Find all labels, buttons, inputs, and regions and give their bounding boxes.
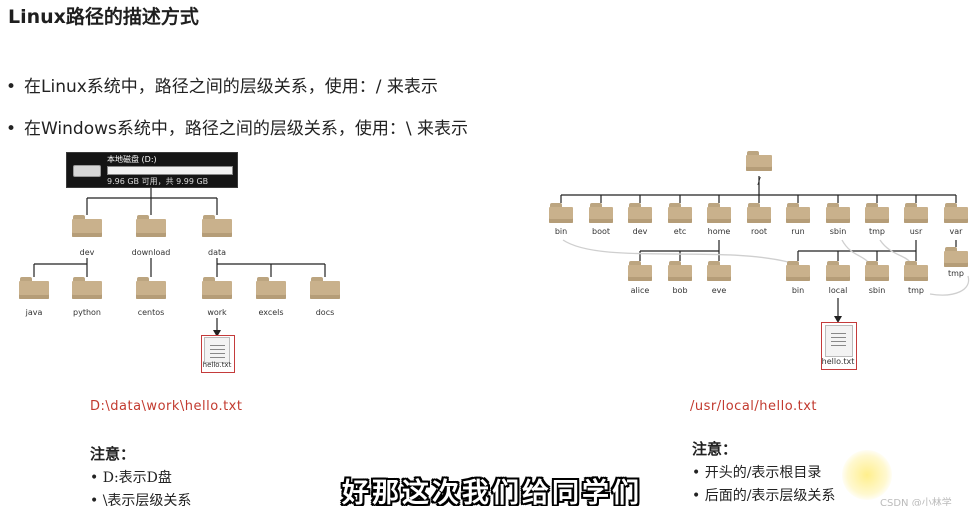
note-item: • 后面的/表示层级关系 bbox=[692, 485, 835, 505]
folder-icon[interactable] bbox=[256, 277, 286, 299]
video-subtitle: 好那这次我们给同学们 bbox=[342, 478, 642, 506]
folder-icon[interactable] bbox=[707, 203, 731, 223]
bullet-windows-text: 在Windows系统中，路径之间的层级关系，使用：\ 来表示 bbox=[24, 119, 469, 139]
folder-label-sbin: sbin bbox=[829, 227, 847, 236]
note-bullet: • bbox=[90, 493, 99, 506]
folder-label-usr-tmp: tmp bbox=[907, 286, 924, 295]
folder-icon[interactable] bbox=[668, 203, 692, 223]
folder-label-alice: alice bbox=[630, 286, 650, 295]
folder-icon[interactable] bbox=[549, 203, 573, 223]
windows-path: D:\data\work\hello.txt bbox=[90, 399, 243, 414]
folder-label-eve: eve bbox=[711, 286, 727, 295]
folder-label-usr-sbin: sbin bbox=[868, 286, 886, 295]
note-bullet: • bbox=[692, 465, 701, 481]
folder-label-etc: etc bbox=[673, 227, 687, 236]
note-bullet: • bbox=[90, 470, 99, 486]
file-label-hello: hello.txt bbox=[821, 357, 855, 366]
folder-icon[interactable] bbox=[786, 261, 810, 281]
folder-label-local: local bbox=[828, 286, 848, 295]
folder-label-centos: centos bbox=[137, 308, 165, 317]
bullet-dot: • bbox=[6, 77, 17, 97]
file-icon[interactable] bbox=[825, 325, 853, 357]
folder-label-var-tmp: tmp bbox=[947, 269, 964, 278]
folder-label-tmp: tmp bbox=[868, 227, 885, 236]
drive-name: 本地磁盘 (D:) bbox=[107, 155, 157, 164]
note-item: • \表示层级关系 bbox=[90, 490, 191, 506]
folder-label-var: var bbox=[949, 227, 963, 236]
folder-icon[interactable] bbox=[628, 203, 652, 223]
bullet-linux: • 在Linux系统中，路径之间的层级关系，使用：/ 来表示 bbox=[6, 72, 438, 97]
folder-icon[interactable] bbox=[72, 277, 102, 299]
folder-icon[interactable] bbox=[904, 203, 928, 223]
folder-icon[interactable] bbox=[746, 151, 772, 171]
page-title: Linux路径的描述方式 bbox=[8, 6, 199, 28]
folder-icon[interactable] bbox=[826, 203, 850, 223]
folder-label-work: work bbox=[207, 308, 227, 317]
folder-icon[interactable] bbox=[136, 277, 166, 299]
folder-icon[interactable] bbox=[747, 203, 771, 223]
folder-label-bin: bin bbox=[554, 227, 568, 236]
file-icon[interactable] bbox=[204, 337, 230, 363]
folder-label-python: python bbox=[73, 308, 101, 317]
folder-icon[interactable] bbox=[944, 203, 968, 223]
note-item: • D:表示D盘 bbox=[90, 467, 191, 487]
folder-label-home: home bbox=[707, 227, 731, 236]
bullet-linux-text: 在Linux系统中，路径之间的层级关系，使用：/ 来表示 bbox=[24, 77, 438, 97]
folder-label-dev: dev bbox=[79, 248, 95, 257]
windows-note: 注意： • D:表示D盘 • \表示层级关系 bbox=[90, 443, 191, 506]
watermark: CSDN @小林学 bbox=[880, 498, 952, 506]
folder-icon[interactable] bbox=[707, 261, 731, 281]
folder-icon[interactable] bbox=[310, 277, 340, 299]
folder-icon[interactable] bbox=[72, 215, 102, 237]
note-bullet: • bbox=[692, 488, 701, 504]
note-item-text: 后面的/表示层级关系 bbox=[704, 488, 836, 504]
note-item-text: D:表示D盘 bbox=[102, 470, 172, 486]
folder-label-boot: boot bbox=[591, 227, 610, 236]
root-label: / bbox=[757, 176, 761, 187]
folder-label-dev: dev bbox=[632, 227, 648, 236]
cursor-highlight bbox=[842, 450, 892, 500]
folder-label-download: download bbox=[131, 248, 171, 257]
folder-icon[interactable] bbox=[904, 261, 928, 281]
bullet-dot: • bbox=[6, 119, 17, 139]
file-label-hello: hello.txt bbox=[202, 361, 232, 369]
folder-icon[interactable] bbox=[589, 203, 613, 223]
linux-note: 注意： • 开头的/表示根目录 • 后面的/表示层级关系 bbox=[692, 438, 835, 505]
folder-label-bob: bob bbox=[672, 286, 688, 295]
note-item-text: 开头的/表示根目录 bbox=[704, 465, 822, 481]
folder-icon[interactable] bbox=[202, 277, 232, 299]
folder-icon[interactable] bbox=[668, 261, 692, 281]
folder-icon[interactable] bbox=[865, 261, 889, 281]
folder-icon[interactable] bbox=[826, 261, 850, 281]
bullet-windows: • 在Windows系统中，路径之间的层级关系，使用：\ 来表示 bbox=[6, 114, 468, 139]
drive-d[interactable]: 本地磁盘 (D:) 9.96 GB 可用，共 9.99 GB bbox=[66, 152, 238, 188]
note-title: 注意： bbox=[90, 445, 136, 463]
folder-icon[interactable] bbox=[136, 215, 166, 237]
note-item-text: \表示层级关系 bbox=[102, 493, 192, 506]
note-item: • 开头的/表示根目录 bbox=[692, 462, 835, 482]
hard-drive-icon bbox=[73, 165, 101, 177]
drive-usage-bar bbox=[107, 166, 233, 175]
folder-icon[interactable] bbox=[202, 215, 232, 237]
folder-icon[interactable] bbox=[944, 247, 968, 267]
linux-path: /usr/local/hello.txt bbox=[690, 399, 817, 414]
note-title: 注意： bbox=[692, 440, 738, 458]
folder-label-run: run bbox=[791, 227, 805, 236]
folder-label-docs: docs bbox=[315, 308, 335, 317]
drive-space: 9.96 GB 可用，共 9.99 GB bbox=[107, 177, 209, 186]
folder-icon[interactable] bbox=[786, 203, 810, 223]
folder-label-usr-bin: bin bbox=[791, 286, 805, 295]
folder-icon[interactable] bbox=[19, 277, 49, 299]
folder-label-java: java bbox=[25, 308, 43, 317]
folder-label-usr: usr bbox=[909, 227, 923, 236]
folder-icon[interactable] bbox=[628, 261, 652, 281]
folder-icon[interactable] bbox=[865, 203, 889, 223]
folder-label-excels: excels bbox=[258, 308, 284, 317]
folder-label-root: root bbox=[750, 227, 768, 236]
folder-label-data: data bbox=[207, 248, 227, 257]
